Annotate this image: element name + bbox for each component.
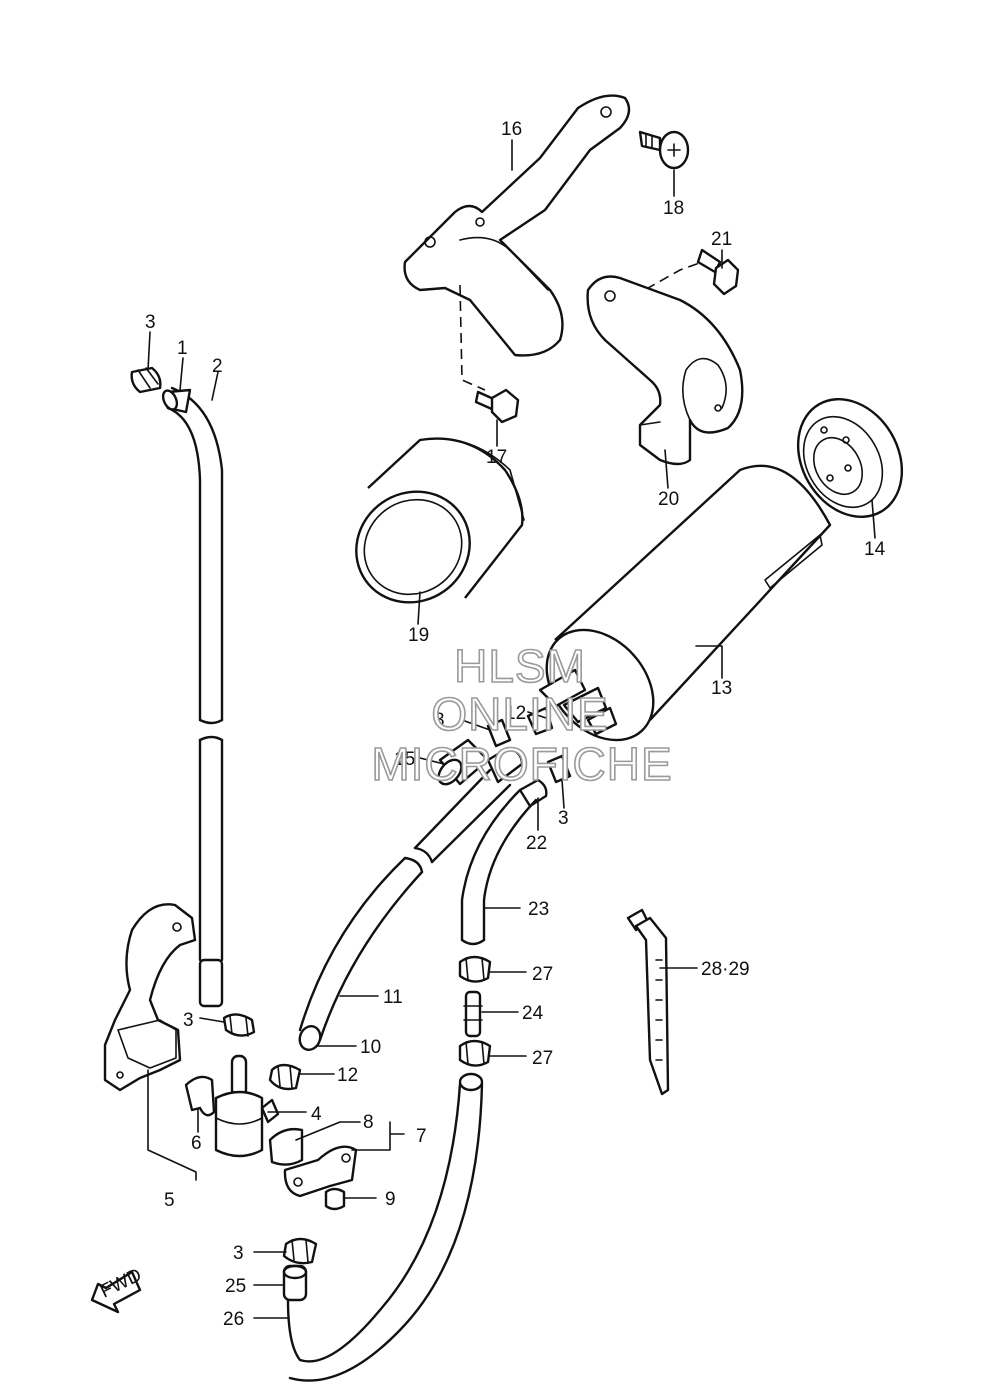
- part-3-clamp-d: [546, 754, 572, 784]
- part-11-hose: [298, 768, 512, 1051]
- part-4-valve: [214, 1054, 280, 1158]
- callout-26: 26: [223, 1309, 244, 1330]
- callout-16: 16: [501, 119, 522, 140]
- callout-labels: 3 1 2 16 18 21 17 20 14 19 13 3 12 15 3 …: [145, 119, 886, 1330]
- part-12-clamp-lower: [268, 1063, 302, 1091]
- part-18-screw: [638, 130, 690, 170]
- part-3-clamp-b: [282, 1237, 318, 1265]
- part-6-clip: [184, 1075, 216, 1117]
- part-8-cushion: [268, 1127, 304, 1166]
- callout-24: 24: [522, 1003, 544, 1024]
- callout-9: 9: [385, 1189, 396, 1210]
- callout-7: 7: [416, 1126, 427, 1147]
- callout-11: 11: [383, 987, 403, 1008]
- leader-lines: [147, 139, 876, 1319]
- part-14-endcap: [796, 397, 904, 519]
- part-28-29-tie: [626, 908, 670, 1096]
- part-23-hose: [460, 788, 538, 946]
- callout-14: 14: [864, 539, 886, 560]
- callout-2: 2: [212, 356, 223, 377]
- part-17-bolt: [474, 388, 520, 424]
- callout-3: 3: [145, 312, 156, 333]
- callout-6: 6: [191, 1133, 202, 1154]
- part-13-canister: [538, 464, 832, 742]
- callout-27: 27: [532, 964, 553, 985]
- callout-3: 3: [183, 1010, 194, 1031]
- callout-13: 13: [711, 678, 732, 699]
- part-3-clamp-c: [486, 718, 512, 748]
- callout-12: 12: [505, 703, 526, 724]
- callout-10: 10: [360, 1037, 381, 1058]
- part-24-connector: [463, 990, 483, 1038]
- watermark-line-1: HLSM: [454, 640, 586, 692]
- callout-22: 22: [526, 833, 547, 854]
- callout-1: 1: [177, 338, 188, 359]
- part-2-hose: [161, 386, 224, 1008]
- callout-19: 19: [408, 625, 429, 646]
- callout-12: 12: [337, 1065, 358, 1086]
- callout-5: 5: [164, 1190, 175, 1211]
- callout-3: 3: [434, 710, 445, 731]
- part-27-clamp-upper: [458, 955, 492, 983]
- callout-4: 4: [311, 1104, 322, 1125]
- part-22-pipe: [518, 778, 548, 808]
- callout-20: 20: [658, 489, 679, 510]
- watermark-line-2: ONLINE: [431, 688, 608, 740]
- callout-27: 27: [532, 1048, 553, 1069]
- callout-17: 17: [486, 447, 507, 468]
- part-20-clamp: [586, 275, 744, 466]
- callout-23: 23: [528, 899, 549, 920]
- part-27-clamp-lower: [458, 1039, 492, 1067]
- callout-8: 8: [363, 1112, 374, 1133]
- callout-15: 15: [394, 749, 415, 770]
- part-3-clamp-a: [222, 1013, 256, 1037]
- part-21-bolt: [696, 248, 740, 296]
- part-19-cap: [355, 437, 525, 604]
- watermark: HLSM ONLINE MICROFICHE: [371, 639, 673, 791]
- part-5-bracket: [103, 903, 197, 1092]
- watermark-line-3: MICROFICHE: [371, 738, 672, 790]
- part-7-clamp: [283, 1145, 358, 1198]
- part-25-fitting: [282, 1264, 308, 1302]
- fwd-arrow-icon: FWD: [90, 1265, 145, 1314]
- callout-3: 3: [233, 1243, 244, 1264]
- callout-3: 3: [558, 808, 569, 829]
- callout-25: 25: [225, 1276, 246, 1297]
- part-3-clip-top: [130, 366, 162, 394]
- part-9-screw: [324, 1187, 346, 1211]
- callout-21: 21: [711, 229, 732, 250]
- part-26-hose: [286, 1072, 484, 1382]
- callout-28-29: 28·29: [701, 959, 750, 980]
- part-15-fitting: [437, 738, 524, 786]
- callout-18: 18: [663, 198, 684, 219]
